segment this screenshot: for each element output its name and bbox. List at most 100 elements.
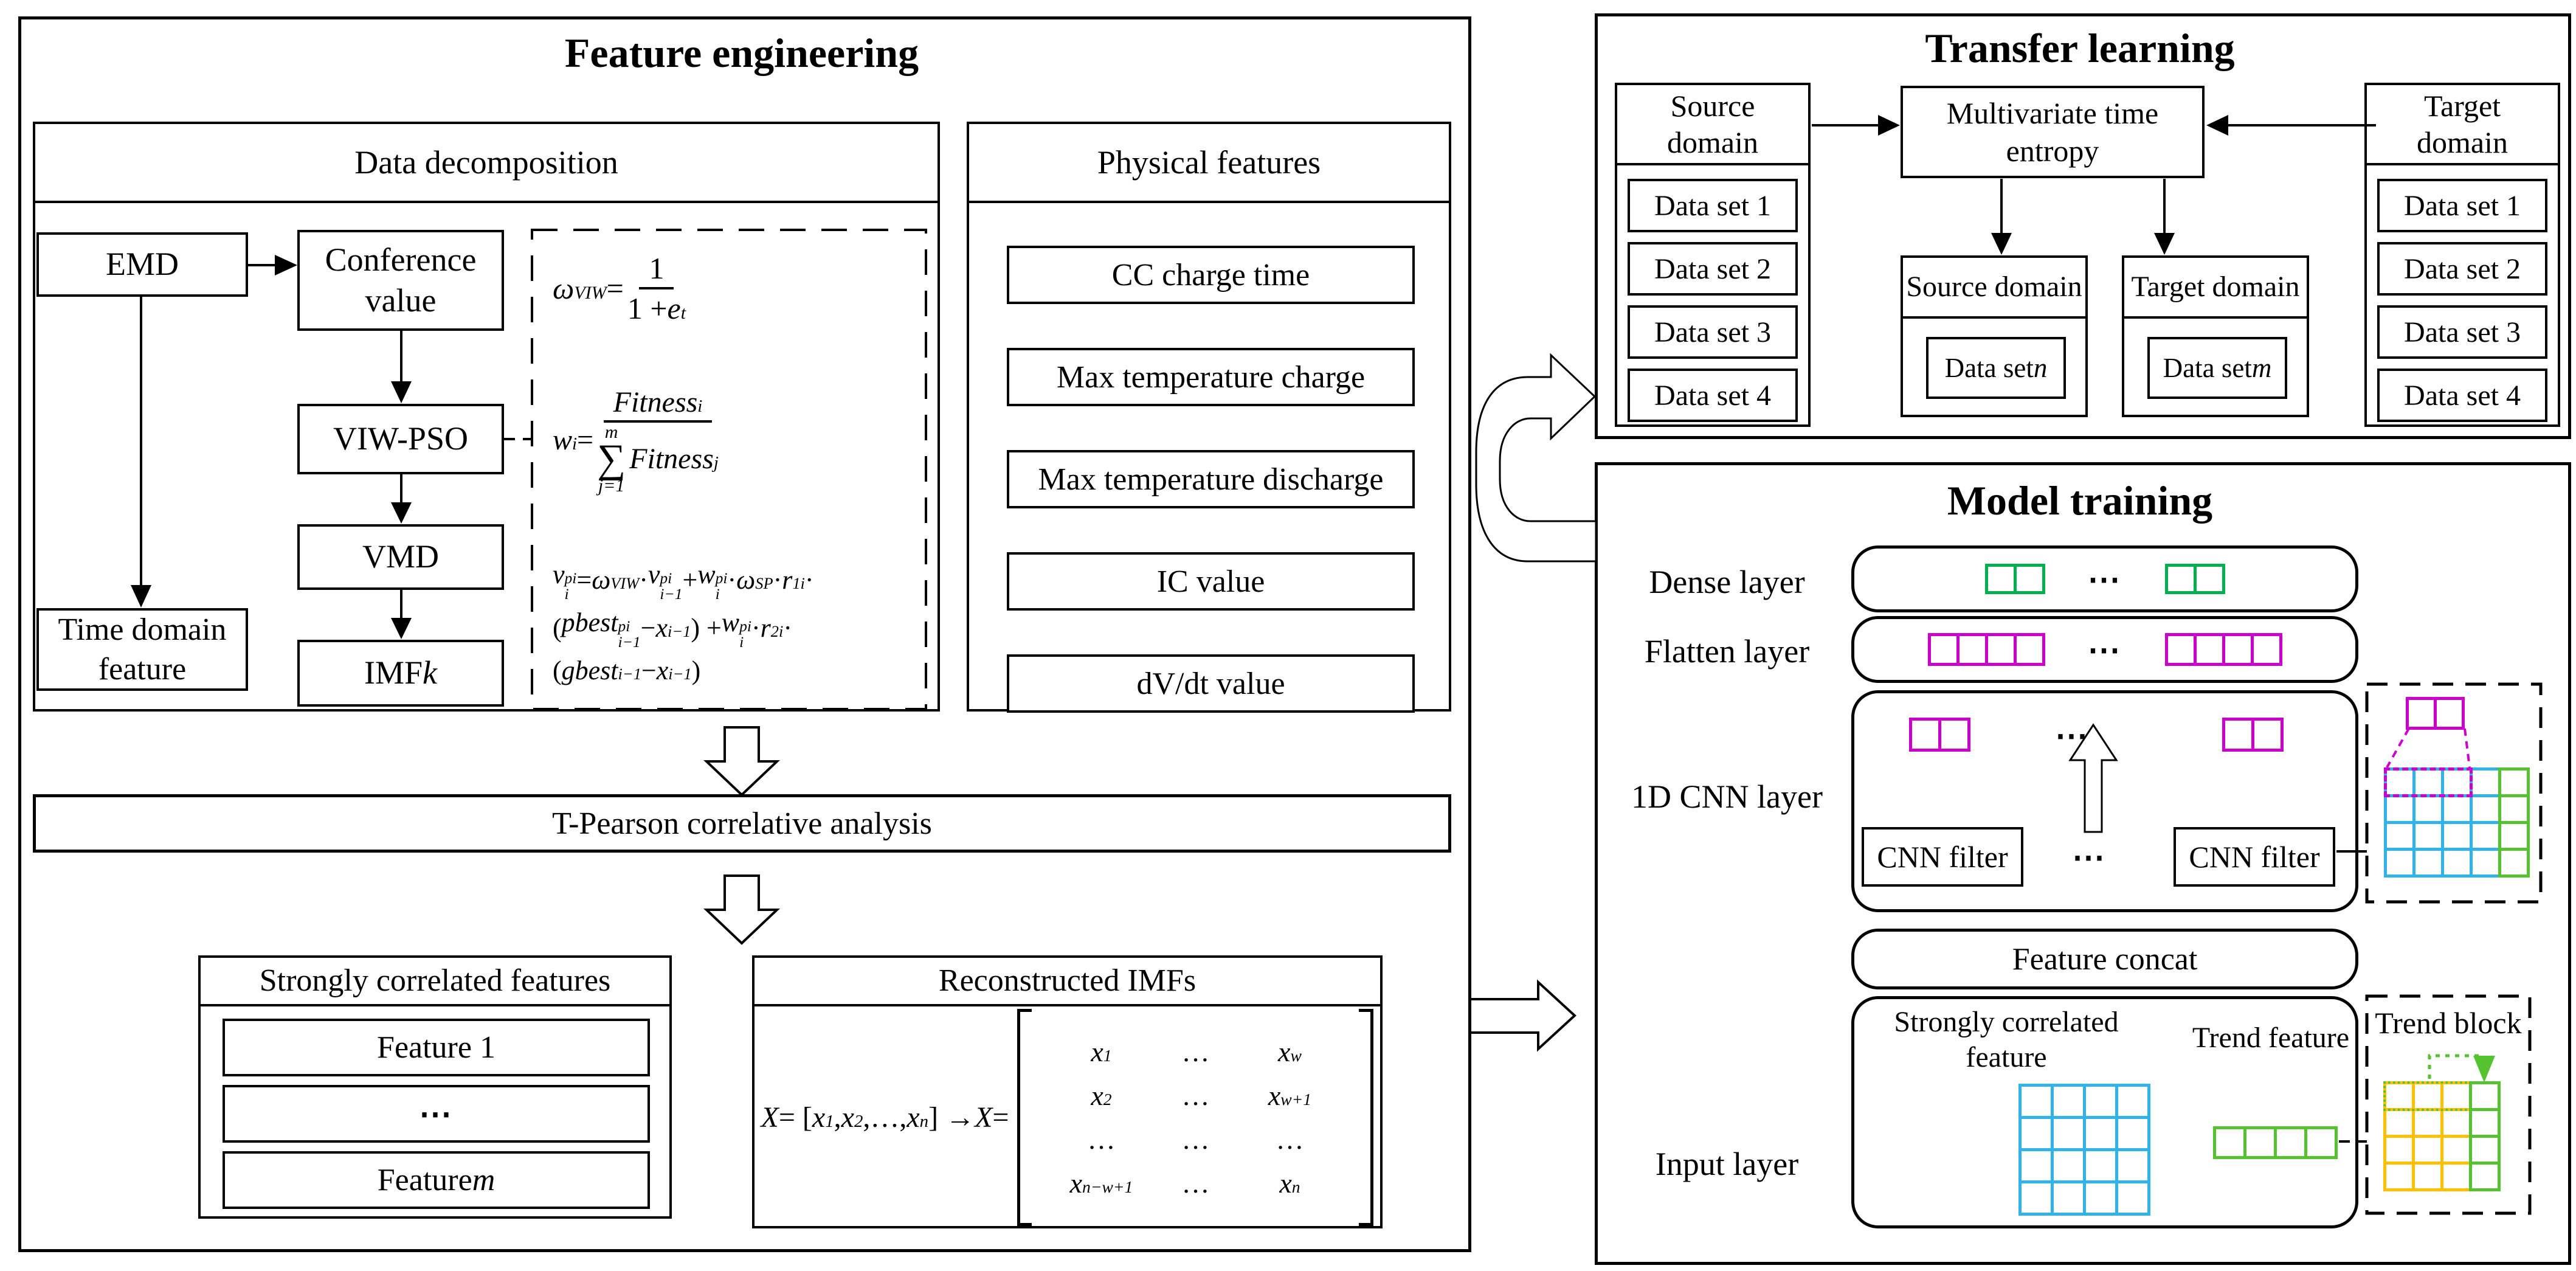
matrix-left-bracket [1017, 1009, 1032, 1226]
math-token: … [1181, 1124, 1210, 1155]
flatten-unit-group-cell [2164, 633, 2197, 666]
vmd-box: VMD [297, 524, 504, 590]
math-token: · [639, 564, 648, 595]
input-feature-grid-cell [2083, 1148, 2118, 1183]
math-token: ( [553, 612, 562, 643]
dense-unit-group [1984, 564, 2045, 594]
cnn-zoom-feature-map [2406, 697, 2465, 730]
trend-block-grid-cell [2440, 1108, 2472, 1138]
feature-engineering-title: Feature engineering [564, 30, 919, 76]
subscript: VIW [574, 283, 607, 303]
matrix-cell: … [1162, 1030, 1229, 1074]
cnn-zoom-feature-map-cell [2434, 697, 2465, 730]
math-token: r [760, 612, 771, 643]
flatten-layer-label: Flatten layer [1644, 633, 1810, 670]
input-feature-grid-cell [2115, 1148, 2150, 1183]
math-token: ω [592, 564, 611, 595]
math-token: … [1087, 1124, 1116, 1155]
math-token: · [783, 612, 792, 643]
source-data-set-box: Data set 3 [1628, 305, 1798, 359]
input-feature-grid-cell [2115, 1180, 2150, 1216]
trend-block-grid-cell [2383, 1108, 2415, 1138]
flatten-unit-group-cell [1956, 633, 1988, 666]
superscript: pi [564, 569, 577, 587]
math-token: v [647, 559, 660, 589]
math-token: Feature [377, 1163, 472, 1197]
selected-target-domain-label: Target domain [2124, 258, 2307, 319]
cnn-zoom-feature-map [2406, 697, 2465, 730]
strongly-correlated-item: Feature m [223, 1151, 650, 1209]
cnn-zoom-grid-cell [2441, 794, 2473, 824]
math-token: … [1181, 1168, 1210, 1199]
summation: m∑j=1 [597, 423, 626, 496]
matrix-right-bracket [1359, 1009, 1374, 1226]
math-token: k [423, 654, 437, 691]
target-domain-label: Target domain [2417, 89, 2508, 159]
math-token: = [992, 1101, 1009, 1134]
cnn-feature-map-right [2222, 718, 2284, 752]
cnn-zoom-grid-cell [2470, 821, 2501, 851]
subscript: 2 [1103, 1090, 1112, 1109]
subscript: i−1 [667, 622, 691, 640]
matrix-cell: … [1229, 1118, 1350, 1162]
dense-unit-group-cell [1984, 564, 2017, 594]
subscript: i [739, 632, 744, 651]
math-token: , [834, 1101, 841, 1134]
cnn-receptive-field-highlight [2384, 767, 2473, 797]
math-token: x [1091, 1080, 1103, 1111]
subscript: 1 [825, 1112, 834, 1131]
math-token: Fitness [613, 386, 698, 418]
math-token: x [812, 1101, 826, 1134]
selected-source-domain-panel: Source domain Data set n [1901, 255, 2088, 417]
sum-lower: j=1 [598, 475, 625, 496]
matrix-cell: … [1162, 1118, 1229, 1162]
dense-layer-box: ⋯ [1851, 545, 2358, 612]
target-data-set-box: Data set 3 [2377, 305, 2547, 359]
superscript: t [680, 303, 686, 323]
physical-features-title: Physical features [969, 124, 1449, 203]
dense-unit-group-cell [2193, 564, 2225, 594]
conference-value-box: Conference value [297, 230, 504, 331]
dense-unit-group-cell [2164, 564, 2197, 594]
emd-box: EMD [36, 232, 248, 297]
dense-neurons-right [2164, 564, 2225, 594]
cnn-zoom-grid-cell [2498, 848, 2530, 878]
math-token: ω [736, 564, 756, 595]
matrix-cell: … [1162, 1162, 1229, 1205]
dense-unit-group-cell [2013, 564, 2045, 594]
matrix-cell: … [1040, 1118, 1162, 1162]
math-token: x [841, 1101, 854, 1134]
flatten-unit-group [1927, 633, 2045, 666]
math-token: … [1181, 1080, 1210, 1111]
cnn-zoom-grid-cell [2498, 821, 2530, 851]
math-token: w [553, 423, 573, 456]
subscript: 1 [1103, 1046, 1112, 1065]
superscript: pi [660, 569, 672, 587]
math-token: x [1069, 1168, 1083, 1199]
subscript: i [715, 584, 720, 603]
cnn-zoom-grid-cell [2441, 848, 2473, 878]
math-token: = [ [778, 1101, 812, 1134]
physical-feature-item: IC value [1007, 552, 1415, 611]
subscript: 2i [770, 622, 784, 640]
math-token: x [655, 612, 668, 643]
strongly-correlated-feature-label: Strongly correlated feature [1894, 1006, 2119, 1073]
input-feature-grid-cell [2018, 1180, 2054, 1216]
